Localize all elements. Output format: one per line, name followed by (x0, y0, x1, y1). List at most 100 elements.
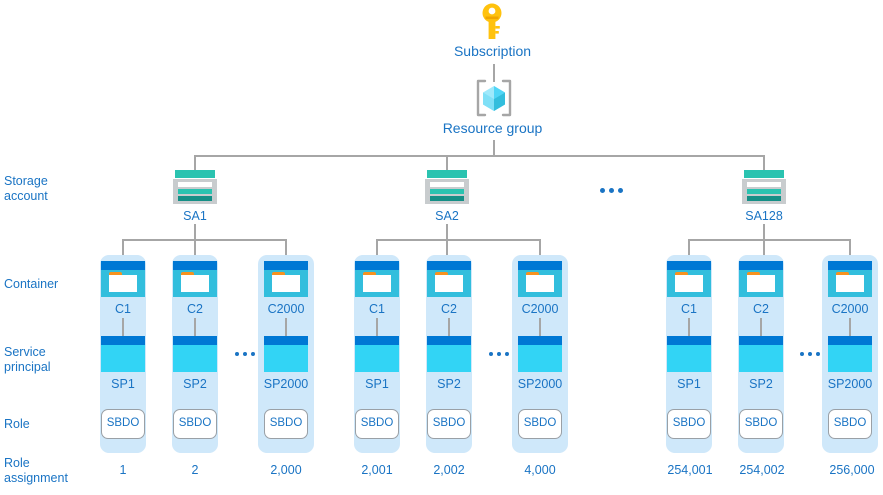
connector-resource-group-stem (493, 140, 495, 155)
service-principal-label-sa1-sp2000: SP2000 (263, 377, 309, 391)
connector-sa1-c2-to-sp2 (194, 318, 196, 336)
service-principal-label-sa2-sp2: SP2 (437, 377, 461, 391)
row-label-role-assignment: Role assignment (4, 456, 68, 485)
service-principal-label-sa128-sp1: SP1 (677, 377, 701, 391)
connector-sa1-bus (122, 239, 286, 241)
service-principal-icon-sa2-sp1 (355, 336, 399, 372)
connector-sa2-c2000-to-sp2000 (539, 318, 541, 336)
connector-sa1-to-c2000 (285, 239, 287, 261)
connector-storage-account-bus (194, 155, 764, 157)
role-box-sa2-c2000: SBDO (518, 409, 562, 439)
storage-account-icon-sa128 (742, 170, 786, 204)
role-assignment-sa128-c2: 254,002 (739, 463, 785, 477)
role-assignment-sa1-c1: 1 (119, 463, 127, 477)
container-label-sa128-c2000: C2000 (831, 302, 869, 316)
container-icon-sa1-c1 (101, 261, 145, 297)
role-assignment-sa2-c2000: 4,000 (524, 463, 556, 477)
storage-account-ellipsis (600, 188, 623, 193)
row-label-service-principal: Service principal (4, 345, 51, 374)
subscription-label: Subscription (453, 43, 532, 59)
role-box-sa2-c2: SBDO (427, 409, 471, 439)
container-icon-sa128-c1 (667, 261, 711, 297)
connector-sa2-to-c1 (376, 239, 378, 261)
connector-sa1-stem (194, 224, 196, 239)
connector-sa1-to-c1 (122, 239, 124, 261)
key-icon (473, 3, 511, 46)
connector-sa1-to-c2 (194, 239, 196, 261)
service-principal-label-sa128-sp2000: SP2000 (827, 377, 873, 391)
service-principal-icon-sa2-sp2000 (518, 336, 562, 372)
service-principal-label-sa1-sp2: SP2 (183, 377, 207, 391)
row-label-role: Role (4, 417, 30, 431)
service-principal-label-sa128-sp2: SP2 (749, 377, 773, 391)
connector-sa2-stem (446, 224, 448, 239)
container-icon-sa1-c2000 (264, 261, 308, 297)
connector-sa128-stem (763, 224, 765, 239)
connector-sa2-c2-to-sp2 (448, 318, 450, 336)
resource-group-label: Resource group (442, 120, 543, 136)
container-icon-sa128-c2000 (828, 261, 872, 297)
container-label-sa1-c2: C2 (187, 302, 203, 316)
connector-sa128-to-c1 (688, 239, 690, 261)
role-box-sa128-c1: SBDO (667, 409, 711, 439)
container-label-sa128-c1: C1 (681, 302, 697, 316)
service-principal-label-sa2-sp1: SP1 (365, 377, 389, 391)
connector-sa128-to-c2 (763, 239, 765, 261)
container-label-sa2-c2: C2 (441, 302, 457, 316)
role-assignment-sa2-c1: 2,001 (361, 463, 393, 477)
connector-sa128-c2-to-sp2 (760, 318, 762, 336)
column-ellipsis-sa128 (800, 352, 820, 356)
container-label-sa128-c2: C2 (753, 302, 769, 316)
storage-account-label-sa128: SA128 (745, 209, 783, 223)
connector-to-sa1 (194, 155, 196, 170)
container-label-sa1-c2000: C2000 (267, 302, 305, 316)
container-icon-sa2-c2000 (518, 261, 562, 297)
storage-account-label-sa2: SA2 (435, 209, 459, 223)
role-assignment-sa1-c2000: 2,000 (270, 463, 302, 477)
service-principal-icon-sa2-sp2 (427, 336, 471, 372)
role-assignment-sa128-c2000: 256,000 (829, 463, 875, 477)
role-box-sa128-c2: SBDO (739, 409, 783, 439)
connector-sa128-c1-to-sp1 (688, 318, 690, 336)
service-principal-icon-sa1-sp1 (101, 336, 145, 372)
service-principal-icon-sa1-sp2000 (264, 336, 308, 372)
storage-account-icon-sa2 (425, 170, 469, 204)
connector-sa128-bus (688, 239, 851, 241)
container-label-sa1-c1: C1 (115, 302, 131, 316)
container-icon-sa128-c2 (739, 261, 783, 297)
connector-subscription-to-resource-group (493, 64, 495, 82)
service-principal-label-sa1-sp1: SP1 (111, 377, 135, 391)
row-label-storage-account: Storage account (4, 174, 48, 203)
row-label-container: Container (4, 277, 59, 291)
storage-account-label-sa1: SA1 (183, 209, 207, 223)
service-principal-label-sa2-sp2000: SP2000 (517, 377, 563, 391)
role-assignment-sa128-c1: 254,001 (667, 463, 713, 477)
container-icon-sa2-c1 (355, 261, 399, 297)
connector-sa1-c1-to-sp1 (122, 318, 124, 336)
container-label-sa2-c1: C1 (369, 302, 385, 316)
role-box-sa1-c2: SBDO (173, 409, 217, 439)
role-box-sa1-c2000: SBDO (264, 409, 308, 439)
service-principal-icon-sa1-sp2 (173, 336, 217, 372)
column-ellipsis-sa1 (235, 352, 255, 356)
role-assignment-sa2-c2: 2,002 (433, 463, 465, 477)
column-ellipsis-sa2 (489, 352, 509, 356)
container-label-sa2-c2000: C2000 (521, 302, 559, 316)
connector-to-sa2 (446, 155, 448, 170)
container-icon-sa2-c2 (427, 261, 471, 297)
connector-sa128-to-c2000 (849, 239, 851, 261)
connector-sa2-bus (376, 239, 541, 241)
connector-sa2-to-c2 (446, 239, 448, 261)
connector-sa1-c2000-to-sp2000 (285, 318, 287, 336)
role-assignment-sa1-c2: 2 (191, 463, 199, 477)
role-box-sa2-c1: SBDO (355, 409, 399, 439)
storage-account-icon-sa1 (173, 170, 217, 204)
resource-group-cube-icon (472, 78, 516, 123)
connector-sa2-c1-to-sp1 (376, 318, 378, 336)
connector-sa2-to-c2000 (539, 239, 541, 261)
connector-sa128-c2000-to-sp2000 (849, 318, 851, 336)
service-principal-icon-sa128-sp1 (667, 336, 711, 372)
container-icon-sa1-c2 (173, 261, 217, 297)
service-principal-icon-sa128-sp2000 (828, 336, 872, 372)
